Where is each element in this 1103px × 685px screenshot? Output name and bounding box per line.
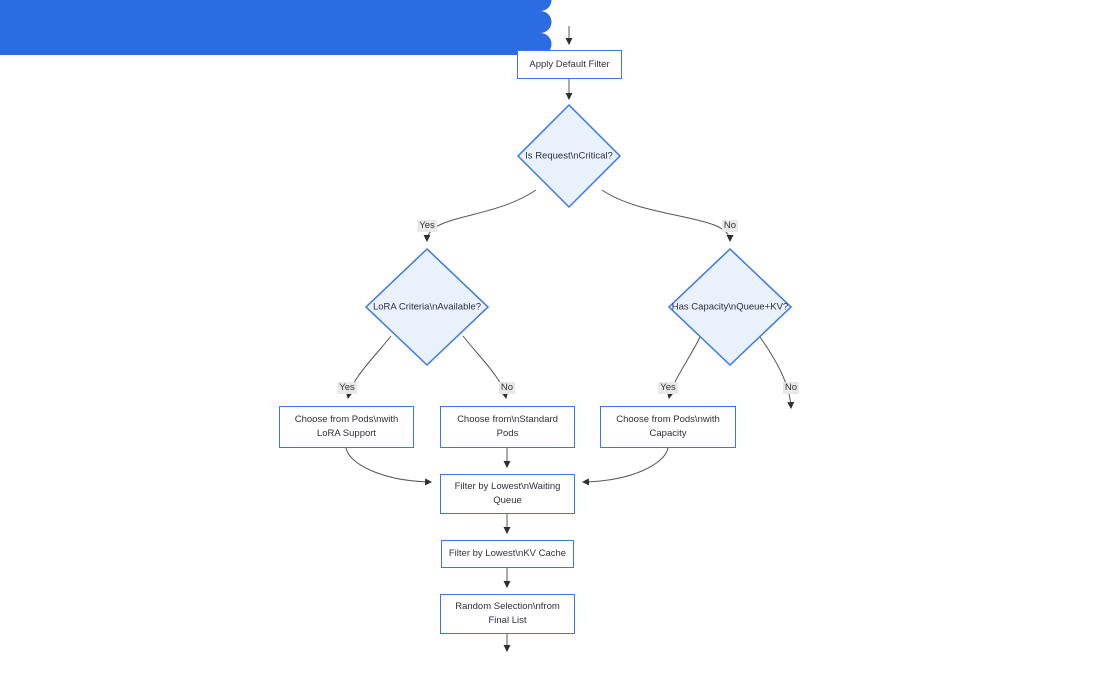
decision-is-critical-label: Is Request\nCritical?	[525, 150, 613, 162]
node-choose-standard-pods-label: Choose from\nStandard Pods	[457, 414, 558, 439]
node-filter-kv-cache: Filter by Lowest\nKV Cache	[441, 540, 574, 568]
edge-label-capacity-yes: Yes	[658, 382, 678, 394]
node-apply-default-filter: Apply Default Filter	[517, 50, 622, 79]
node-end: End	[0, 33, 552, 55]
node-filter-waiting-queue: Filter by Lowest\nWaiting Queue	[440, 474, 575, 514]
node-filter-waiting-queue-label: Filter by Lowest\nWaiting Queue	[454, 481, 561, 506]
node-apply-default-filter-label: Apply Default Filter	[529, 58, 610, 70]
node-random-selection-label: Random Selection\nfrom Final List	[455, 601, 560, 626]
node-choose-capacity-pods-label: Choose from Pods\nwith Capacity	[616, 414, 720, 439]
node-drop-request: Drop Request	[0, 11, 552, 33]
edge-critical-yes	[423, 189, 537, 243]
node-choose-lora-pods: Choose from Pods\nwith LoRA Support	[279, 406, 414, 448]
decision-lora-criteria-label: LoRA Criteria\nAvailable?	[372, 301, 482, 313]
edge-label-critical-no: No	[721, 220, 739, 232]
edge-chooselora-to-filter	[345, 447, 433, 486]
node-choose-standard-pods: Choose from\nStandard Pods	[440, 406, 575, 448]
edge-label-lora-yes: Yes	[337, 382, 357, 394]
edge-label-capacity-no: No	[782, 382, 800, 394]
node-filter-kv-cache-label: Filter by Lowest\nKV Cache	[448, 548, 567, 559]
decision-has-capacity-shape	[667, 247, 793, 367]
decision-is-critical-shape	[516, 103, 622, 209]
edge-capacity-no	[759, 336, 795, 410]
node-random-selection: Random Selection\nfrom Final List	[440, 594, 575, 634]
edge-choosecap-to-filter	[581, 447, 669, 486]
node-choose-capacity-pods: Choose from Pods\nwith Capacity	[600, 406, 736, 448]
decision-lora-criteria-shape	[364, 247, 490, 367]
decision-has-capacity-label: Has Capacity\nQueue+KV?	[671, 301, 789, 313]
edge-critical-no	[601, 189, 734, 243]
node-choose-lora-pods-label: Choose from Pods\nwith LoRA Support	[294, 414, 399, 439]
node-start: Start Scheduling Request	[0, 0, 552, 11]
edge-label-lora-no: No	[498, 382, 516, 394]
edge-label-critical-yes: Yes	[417, 220, 437, 232]
